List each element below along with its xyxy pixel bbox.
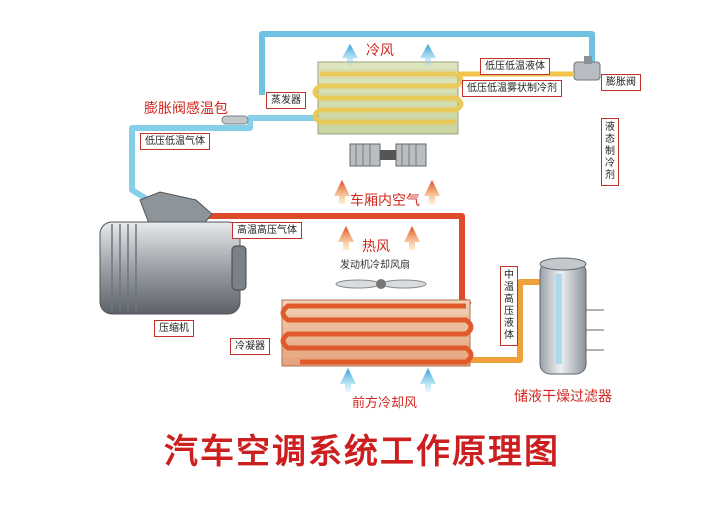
mid-temp-liquid-label: 中温高压液体 [500, 266, 518, 346]
engine-fan-label: 发动机冷却风扇 [340, 260, 410, 271]
expansion-valve-label: 膨胀阀 [601, 74, 641, 91]
cold-air-label: 冷风 [366, 43, 394, 59]
evaporator [312, 61, 464, 135]
low-pressure-gas-label: 低压低温气体 [140, 133, 210, 150]
hot-air-arrows [338, 226, 420, 250]
mid-temp-liquid-line [470, 279, 540, 363]
diagram-title: 汽车空调系统工作原理图 [164, 432, 560, 472]
expansion-bulb [221, 115, 249, 125]
condenser [280, 299, 474, 367]
hot-air-label: 热风 [362, 239, 390, 255]
receiver-drier-label: 储液干燥过滤器 [514, 389, 612, 405]
cold-air-arrows [342, 44, 436, 66]
condenser-label: 冷凝器 [230, 338, 270, 355]
low-pressure-gas-line [129, 115, 318, 203]
top-return-line [259, 31, 595, 95]
compressor [99, 191, 247, 315]
blower [349, 143, 427, 167]
cabin-air-arrows [334, 180, 440, 204]
cabin-air-label: 车厢内空气 [350, 193, 420, 209]
compressor-label: 压缩机 [154, 320, 194, 337]
receiver-drier [539, 257, 604, 375]
high-pressure-gas-label: 高温高压气体 [232, 222, 302, 239]
front-cooling-air-label: 前方冷却风 [352, 396, 418, 411]
evaporator-label: 蒸发器 [266, 92, 306, 109]
expansion-bulb-label: 膨胀阀感温包 [144, 101, 228, 117]
engine-fan [335, 279, 427, 289]
liquid-refrigerant-label: 液态制冷剂 [601, 118, 619, 186]
front-cooling-air-arrows [340, 368, 436, 392]
low-pressure-mist-label: 低压低温雾状制冷剂 [462, 80, 562, 97]
low-pressure-liquid-label: 低压低温液体 [480, 58, 550, 75]
